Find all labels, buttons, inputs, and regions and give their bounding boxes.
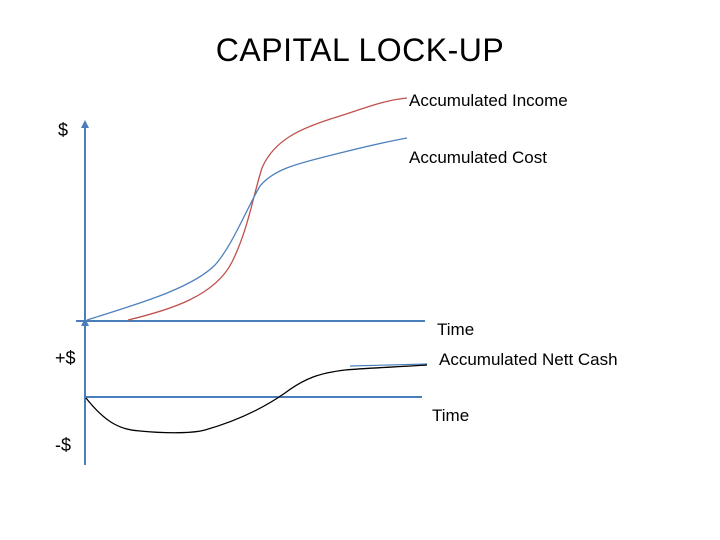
- legend-accumulated-nett-cash: Accumulated Nett Cash: [439, 350, 618, 369]
- accumulated-cost-curve: [86, 137, 408, 321]
- slide-title: CAPITAL LOCK-UP: [215, 32, 505, 68]
- lower-x-axis-label: Time: [432, 406, 470, 425]
- lower-y-axis-negative-label: -$: [55, 435, 72, 455]
- nett-cash-leader-line: [349, 363, 428, 367]
- lower-y-axis-positive-label: +$: [55, 348, 76, 368]
- upper-y-axis-label: $: [58, 120, 69, 140]
- legend-accumulated-income: Accumulated Income: [409, 91, 568, 110]
- upper-x-axis-label: Time: [437, 320, 475, 339]
- legend-accumulated-cost: Accumulated Cost: [409, 148, 547, 167]
- accumulated-income-curve: [127, 97, 408, 321]
- accumulated-nett-cash-curve: [85, 364, 428, 434]
